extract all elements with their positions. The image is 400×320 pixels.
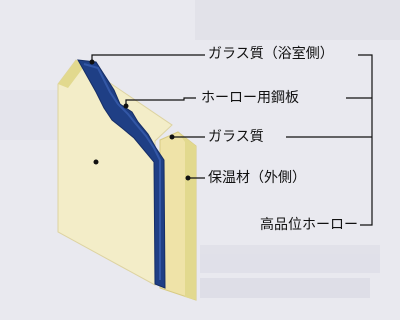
label-insulation-outside: 保温材（外側） — [206, 169, 308, 187]
label-glass: ガラス質 — [206, 128, 266, 146]
leader-dot-front — [93, 159, 99, 165]
leader-line-glass-bathroom — [91, 54, 205, 62]
enamel-steel-sheet — [77, 59, 166, 289]
label-glass-bathroom-side: ガラス質（浴室側） — [206, 45, 336, 63]
steel-highlight — [83, 63, 161, 280]
bracket-product — [356, 54, 373, 226]
insulation-edge — [178, 132, 196, 300]
leader-line-steel — [125, 97, 196, 106]
front-panel-top-edge — [58, 60, 86, 88]
label-enamel-steel-sheet: ホーロー用鋼板 — [199, 89, 301, 107]
label-high-grade-enamel: 高品位ホーロー — [258, 216, 360, 234]
